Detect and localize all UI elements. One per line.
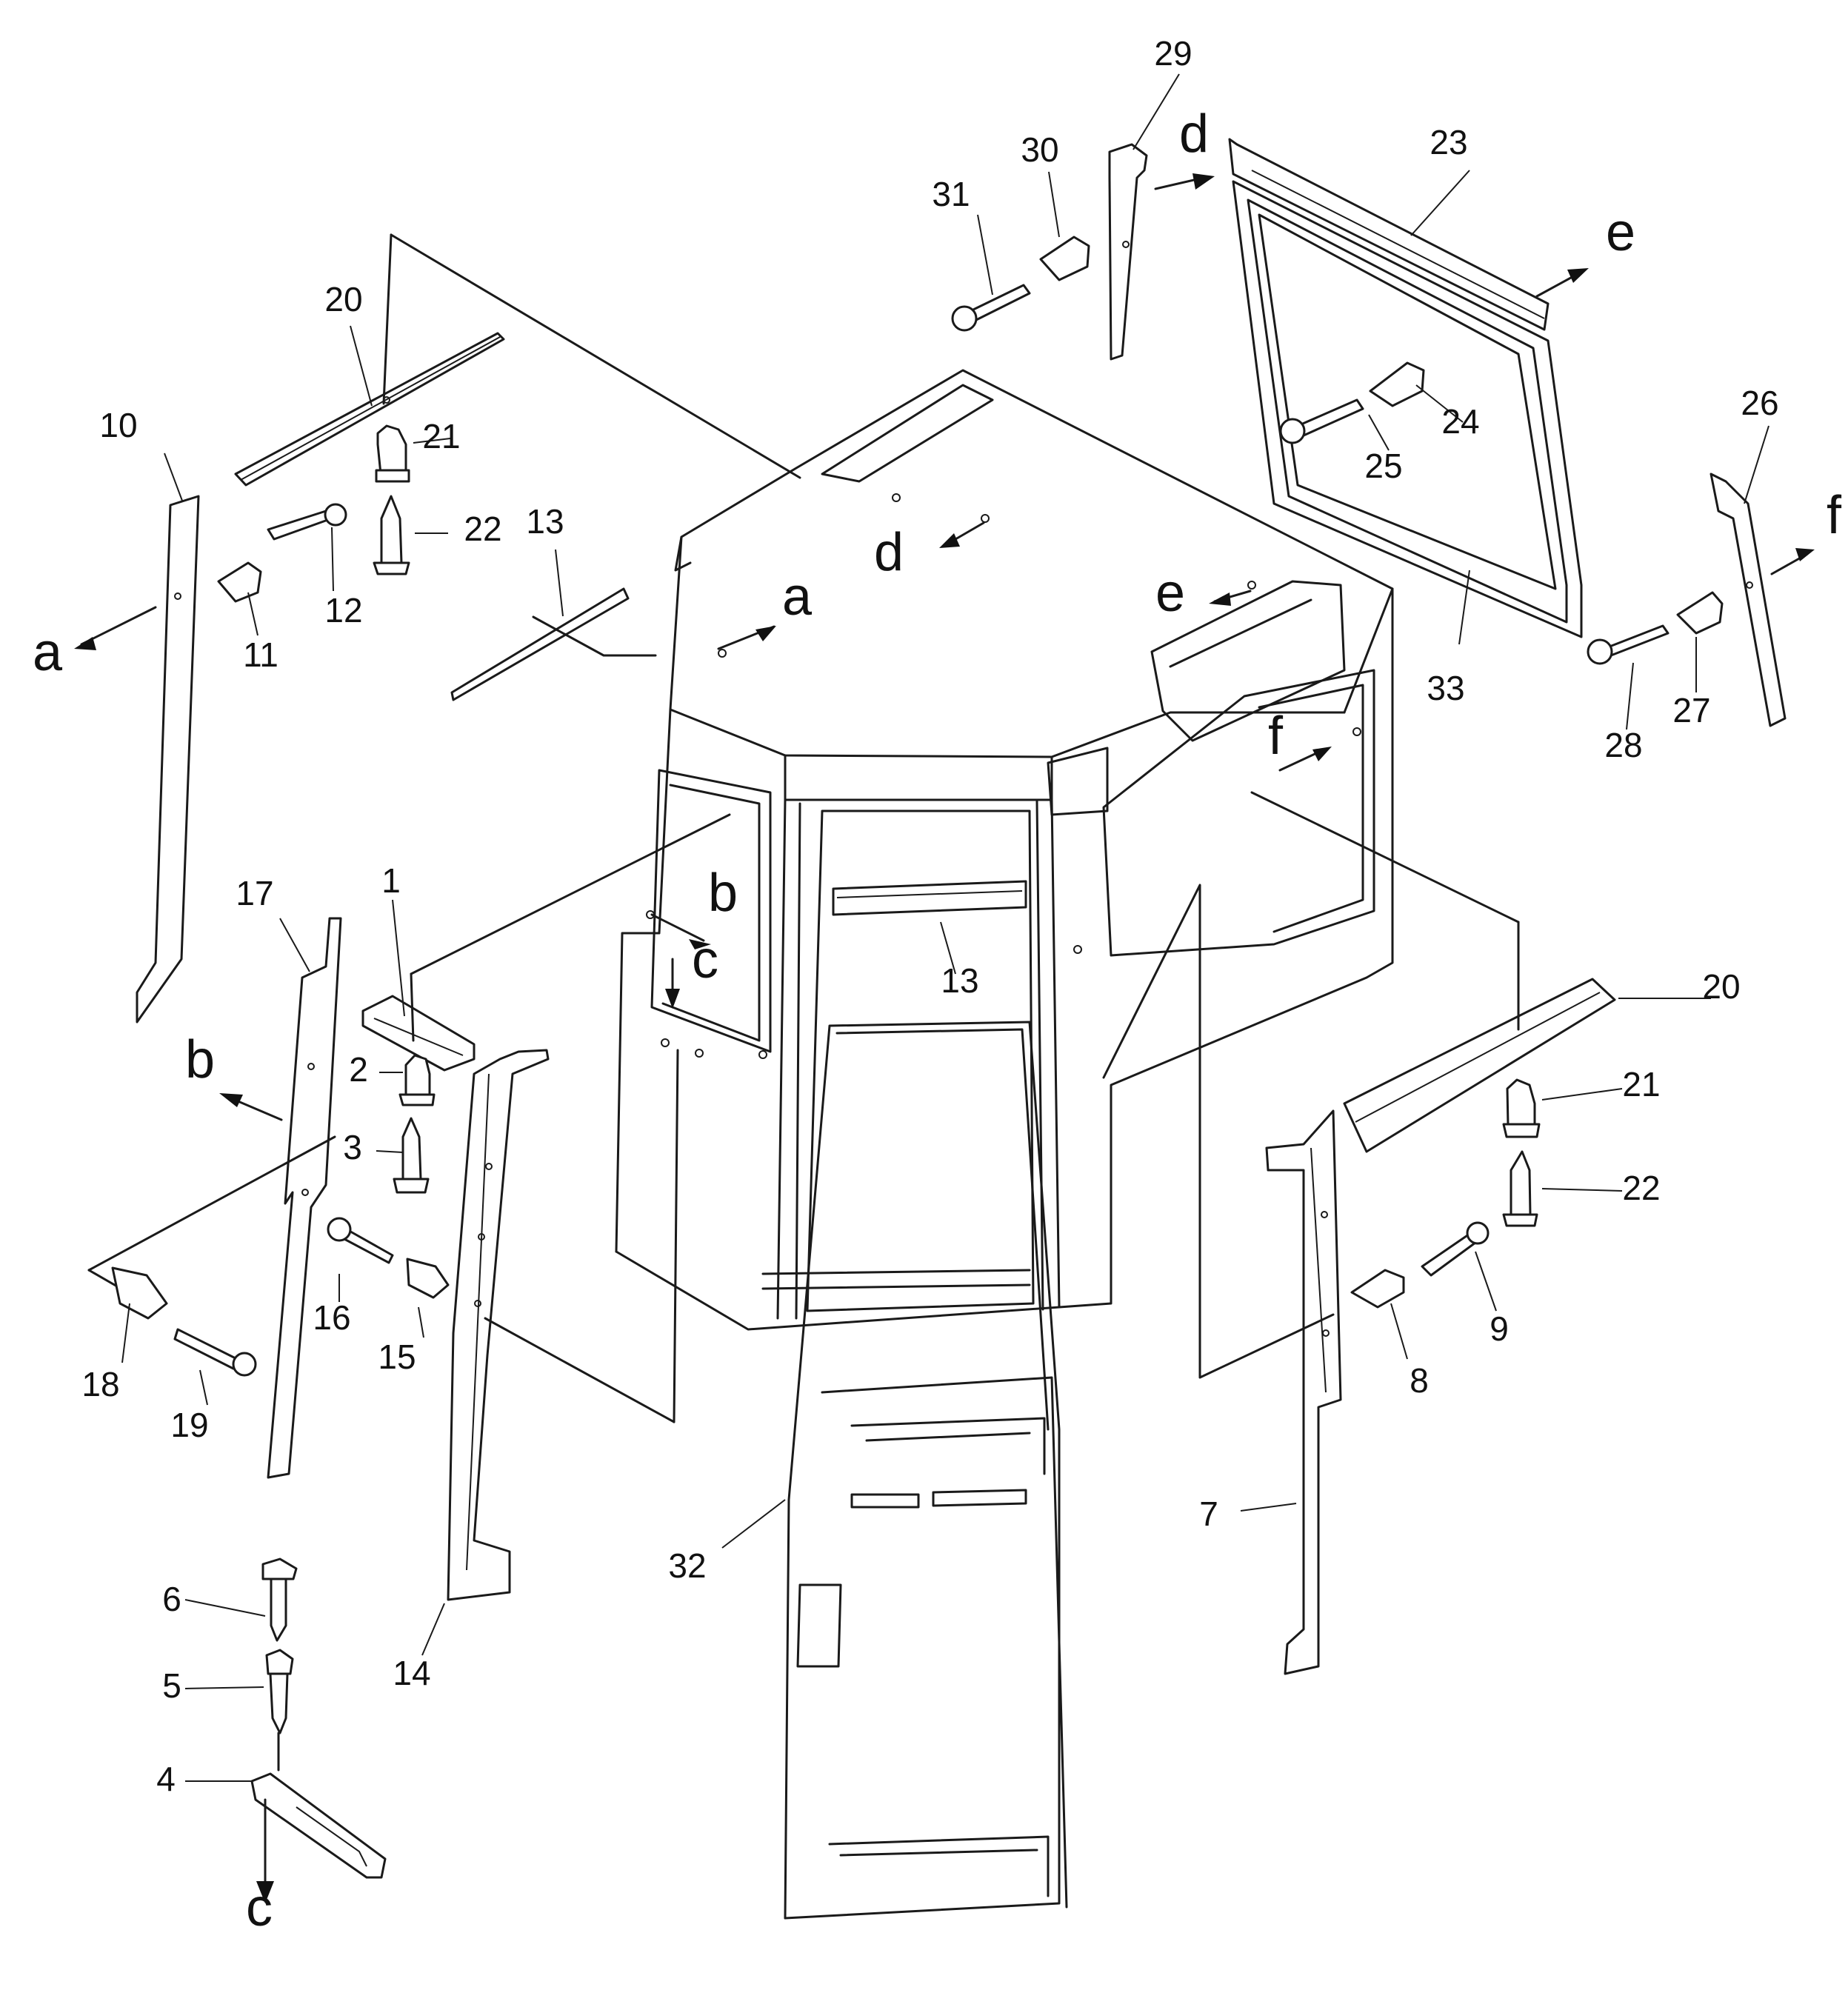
fasteners-right — [1350, 1078, 1541, 1309]
callout-5: 5 — [162, 1666, 181, 1705]
fasteners-bottom-left — [250, 1557, 387, 1879]
callout-20: 20 — [324, 280, 362, 318]
callout-19: 19 — [170, 1406, 208, 1444]
ref-letter-c: c — [692, 930, 718, 989]
ref-letter-a: a — [782, 567, 813, 627]
pillar-trim-29 — [1108, 143, 1148, 361]
callout-2: 2 — [349, 1050, 368, 1089]
ref-letter-b: b — [185, 1030, 215, 1089]
callout-labels: 1234567891011121313141516171819202021212… — [81, 34, 1778, 1798]
callout-21: 21 — [1622, 1065, 1660, 1103]
roof-trim-20-right — [1343, 978, 1616, 1153]
callout-15: 15 — [378, 1338, 416, 1376]
leader-lines — [121, 73, 1769, 1782]
callout-33: 33 — [1427, 669, 1464, 707]
ref-letter-e: e — [1606, 203, 1635, 262]
callout-22: 22 — [464, 510, 501, 548]
callout-9: 9 — [1490, 1309, 1509, 1348]
fasteners-left-lower — [111, 1054, 450, 1377]
callout-14: 14 — [393, 1654, 430, 1692]
callout-6: 6 — [162, 1580, 181, 1618]
bracket-1 — [361, 995, 476, 1072]
ref-letter-d: d — [1179, 104, 1209, 164]
callout-26: 26 — [1741, 384, 1778, 422]
arrowheads — [74, 173, 1815, 1903]
ref-letter-a: a — [33, 623, 63, 682]
callout-23: 23 — [1430, 123, 1467, 161]
callout-25: 25 — [1364, 447, 1402, 485]
pillar-trim-26 — [1709, 473, 1787, 727]
pillar-trim-17 — [267, 917, 342, 1479]
callout-18: 18 — [81, 1365, 119, 1403]
callout-27: 27 — [1672, 691, 1710, 729]
callout-8: 8 — [1410, 1361, 1429, 1400]
callout-30: 30 — [1021, 130, 1058, 169]
callout-10: 10 — [99, 406, 137, 444]
callout-16: 16 — [313, 1298, 350, 1337]
callout-1: 1 — [381, 861, 401, 900]
callout-7: 7 — [1199, 1495, 1218, 1533]
visor-trim-13-top — [450, 587, 630, 701]
ref-letter-e: e — [1155, 564, 1185, 623]
callout-11: 11 — [243, 635, 278, 674]
seal-strip-23 — [1228, 138, 1550, 331]
callout-20: 20 — [1702, 967, 1740, 1006]
ref-letter-d: d — [874, 523, 904, 582]
callout-17: 17 — [236, 874, 273, 912]
pillar-trim-7 — [1265, 1109, 1342, 1675]
callout-29: 29 — [1154, 34, 1192, 73]
pillar-trim-10 — [136, 495, 200, 1024]
ref-letter-f: f — [1827, 486, 1842, 545]
callout-13: 13 — [526, 502, 564, 541]
cab-body — [615, 369, 1394, 1331]
callout-4: 4 — [156, 1760, 176, 1798]
callout-12: 12 — [324, 591, 362, 630]
callout-24: 24 — [1441, 402, 1479, 441]
fasteners-top-left — [217, 424, 410, 603]
callout-22: 22 — [1622, 1169, 1660, 1207]
ref-letter-b: b — [708, 864, 738, 923]
callout-28: 28 — [1604, 726, 1642, 764]
callout-31: 31 — [932, 175, 970, 213]
pillar-trim-14 — [447, 1049, 550, 1601]
window-glass-33 — [1232, 180, 1583, 638]
callout-21: 21 — [422, 417, 460, 455]
ref-letter-c: c — [246, 1878, 273, 1937]
ref-letter-f: f — [1268, 707, 1284, 766]
callout-13: 13 — [941, 961, 978, 1000]
reference-arrows — [80, 176, 1809, 1894]
window-glass-32 — [784, 1021, 1068, 1920]
callout-3: 3 — [343, 1128, 362, 1166]
callout-32: 32 — [668, 1546, 706, 1585]
